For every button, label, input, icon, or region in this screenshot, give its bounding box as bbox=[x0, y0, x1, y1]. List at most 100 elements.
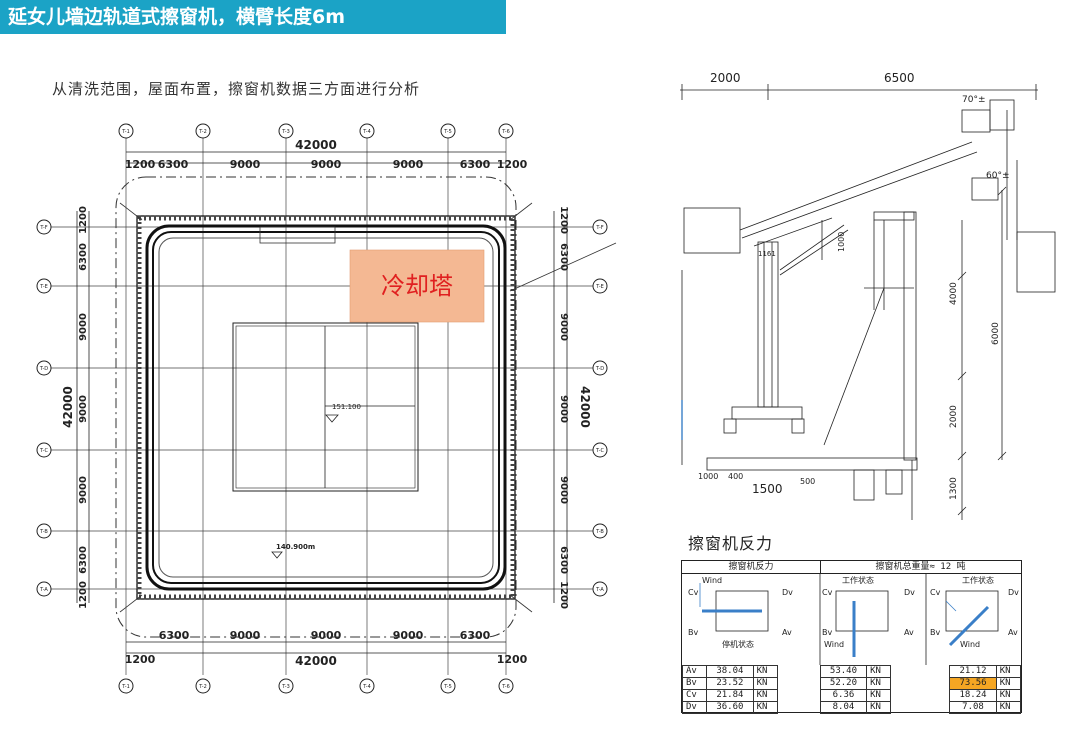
unit-cell: KN bbox=[752, 689, 778, 702]
dim-top-4: 9000 bbox=[311, 158, 342, 171]
reaction-bv-1: Bv bbox=[688, 628, 698, 637]
elev-dim-6000: 6000 bbox=[991, 322, 1001, 345]
axis-top-2: T-2 bbox=[198, 129, 207, 135]
dim-total-left: 42000 bbox=[61, 386, 75, 428]
elev-dim-2000: 2000 bbox=[710, 71, 741, 85]
axis-right-B: T-B bbox=[595, 529, 604, 535]
unit-cell: KN bbox=[866, 689, 892, 702]
level-151: 151.100 bbox=[332, 403, 361, 411]
axis-top-3: T-3 bbox=[281, 129, 290, 135]
reaction-state-work-2: 工作状态 bbox=[962, 575, 994, 585]
axis-top-4: T-4 bbox=[362, 129, 371, 135]
table-row: Cv 21.84 KN 6.36 KN 18.24 KN bbox=[681, 689, 1022, 702]
axis-right-C: T-C bbox=[595, 448, 604, 454]
dim-bottom-1: 1200 bbox=[125, 653, 156, 666]
axis-right-E: T-E bbox=[595, 284, 604, 290]
dim-left-7: 1200 bbox=[78, 581, 89, 609]
elev-dim-1300: 1300 bbox=[949, 477, 959, 500]
cell: 21.12 bbox=[949, 665, 997, 678]
cell: 18.24 bbox=[949, 689, 997, 702]
elevation-drawing: 2000 6500 1500 1000 400 500 4000 6000 20… bbox=[680, 71, 1056, 520]
cell: 52.20 bbox=[819, 677, 868, 690]
row-label-bv: Bv bbox=[681, 677, 708, 690]
unit-cell: KN bbox=[752, 677, 778, 690]
dim-left-2: 6300 bbox=[78, 243, 89, 271]
unit-cell: KN bbox=[995, 689, 1022, 702]
axis-top-6: T-6 bbox=[501, 129, 510, 135]
unit-cell: KN bbox=[866, 677, 892, 690]
axis-bottom-2: T-2 bbox=[198, 684, 207, 690]
reaction-cv-1: Cv bbox=[688, 588, 699, 597]
cell: 53.40 bbox=[819, 665, 868, 678]
dim-total-right: 42000 bbox=[578, 386, 592, 428]
axis-left-F: T-F bbox=[39, 225, 47, 231]
dim-bottom-3: 9000 bbox=[230, 629, 261, 642]
axis-right-D: T-D bbox=[595, 366, 604, 372]
reaction-state-stop: 停机状态 bbox=[722, 639, 754, 649]
table-row: Dv 36.60 KN 8.04 KN 7.08 KN bbox=[681, 701, 1022, 714]
dim-top-7: 1200 bbox=[497, 158, 528, 171]
axis-bottom-6: T-6 bbox=[501, 684, 510, 690]
reaction-dv-1: Dv bbox=[782, 588, 793, 597]
dim-left-4: 9000 bbox=[78, 395, 89, 423]
table-row: Bv 23.52 KN 52.20 KN 73.56 KN bbox=[681, 677, 1022, 690]
reaction-av-3: Av bbox=[1008, 628, 1018, 637]
dim-left-6: 6300 bbox=[78, 546, 89, 574]
elev-dim-1500: 1500 bbox=[752, 482, 783, 496]
elev-dim-400: 400 bbox=[728, 472, 743, 481]
axis-bottom-5: T-5 bbox=[443, 684, 452, 690]
axis-left-A: T-A bbox=[39, 587, 48, 593]
reaction-dv-3: Dv bbox=[1008, 588, 1019, 597]
axis-top-1: T-1 bbox=[121, 129, 130, 135]
cell: 7.08 bbox=[949, 701, 997, 714]
elev-angle-60: 60°± bbox=[986, 171, 1010, 181]
cooling-tower-label: 冷却塔 bbox=[381, 272, 453, 300]
reaction-wind-work-1: Wind bbox=[824, 640, 844, 649]
dim-right-6: 6300 bbox=[558, 546, 569, 574]
dim-left-1: 1200 bbox=[78, 206, 89, 234]
dim-bottom-6: 6300 bbox=[460, 629, 491, 642]
cell: 8.04 bbox=[819, 701, 868, 714]
level-140: 140.900m bbox=[276, 543, 315, 551]
highlight-cell: 73.56 bbox=[949, 677, 997, 690]
dim-left-5: 9000 bbox=[78, 476, 89, 504]
reaction-title: 擦窗机反力 bbox=[688, 534, 774, 553]
cooling-tower-area bbox=[349, 249, 485, 323]
unit-cell: KN bbox=[866, 665, 892, 678]
reaction-wind-work-2: Wind bbox=[960, 640, 980, 649]
reaction-av-2: Av bbox=[904, 628, 914, 637]
subtitle: 从清洗范围，屋面布置，擦窗机数据三方面进行分析 bbox=[52, 80, 421, 98]
axis-left-D: T-D bbox=[39, 366, 48, 372]
reaction-wind-stop: Wind bbox=[702, 576, 722, 585]
unit-cell: KN bbox=[995, 701, 1022, 714]
cell: 6.36 bbox=[819, 689, 868, 702]
reaction-bv-3: Bv bbox=[930, 628, 940, 637]
axis-left-B: T-B bbox=[39, 529, 48, 535]
unit-cell: KN bbox=[995, 665, 1022, 678]
dim-right-5: 9000 bbox=[558, 476, 569, 504]
row-label-av: Av bbox=[681, 665, 708, 678]
cell: 38.04 bbox=[706, 665, 754, 678]
axis-bottom-4: T-4 bbox=[362, 684, 371, 690]
axis-bottom-3: T-3 bbox=[281, 684, 290, 690]
dim-bottom-5: 9000 bbox=[393, 629, 424, 642]
elev-dim-1000v: 1000 bbox=[837, 232, 846, 252]
dim-right-7: 1200 bbox=[558, 581, 569, 609]
axis-bottom-1: T-1 bbox=[121, 684, 130, 690]
roof-plan-drawing: T-1 T-2 T-3 T-4 T-5 T-6 T-1 T-2 T-3 T-4 … bbox=[36, 123, 617, 694]
elev-dim-4000: 4000 bbox=[949, 282, 959, 305]
axis-left-E: T-E bbox=[39, 284, 48, 290]
reaction-table: 擦窗机反力 擦窗机总重量≈ 12 吨 Wind Cv Dv Bv Av 停机状态… bbox=[681, 560, 1022, 714]
dim-top-1: 1200 bbox=[125, 158, 156, 171]
row-label-cv: Cv bbox=[681, 689, 708, 702]
reaction-header-right: 擦窗机总重量≈ 12 吨 bbox=[820, 561, 1021, 574]
dim-right-2: 6300 bbox=[558, 243, 569, 271]
title-banner: 延女儿墙边轨道式擦窗机，横臂长度6m bbox=[0, 0, 506, 34]
axis-top-5: T-5 bbox=[443, 129, 452, 135]
unit-cell: KN bbox=[752, 665, 778, 678]
reaction-header-left: 擦窗机反力 bbox=[682, 561, 821, 574]
dim-total-bottom: 42000 bbox=[295, 654, 337, 668]
elev-dim-2000v: 2000 bbox=[949, 405, 959, 428]
reaction-cv-3: Cv bbox=[930, 588, 941, 597]
reaction-av-1: Av bbox=[782, 628, 792, 637]
